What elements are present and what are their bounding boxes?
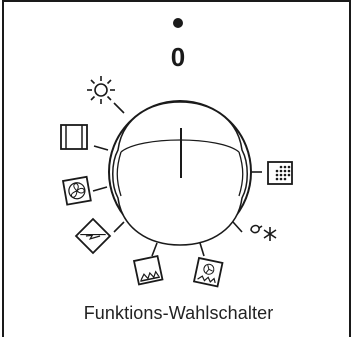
fan-heat-icon <box>61 175 92 206</box>
grill-icon <box>267 161 293 185</box>
fan-bottom-heat-icon <box>192 256 224 288</box>
light-icon <box>87 76 115 104</box>
frame-border-top <box>2 0 351 2</box>
defrost-icon <box>250 224 277 241</box>
bottom-heat-fan-icon <box>74 217 112 255</box>
tick-top-bottom <box>93 145 109 151</box>
knob-grip-left-edge <box>116 151 122 197</box>
zero-marker-dot <box>173 18 183 28</box>
tick-bottom-fan <box>113 221 125 233</box>
dial-ticks <box>92 102 262 257</box>
frame-border-right <box>349 0 351 337</box>
tick-fan <box>92 186 108 192</box>
tick-bottom <box>151 242 158 257</box>
zero-label: 0 <box>171 42 185 72</box>
top-bottom-heat-icon <box>60 124 88 150</box>
tick-defrost <box>232 221 243 233</box>
knob-grip-right-edge <box>238 151 244 197</box>
caption: Funktions-Wahlschalter <box>83 303 274 323</box>
tick-fan-bottom <box>199 242 205 257</box>
tick-light <box>113 102 125 114</box>
function-knob[interactable] <box>108 100 252 246</box>
frame-border-left <box>2 0 4 337</box>
bottom-heat-icon <box>132 254 164 286</box>
